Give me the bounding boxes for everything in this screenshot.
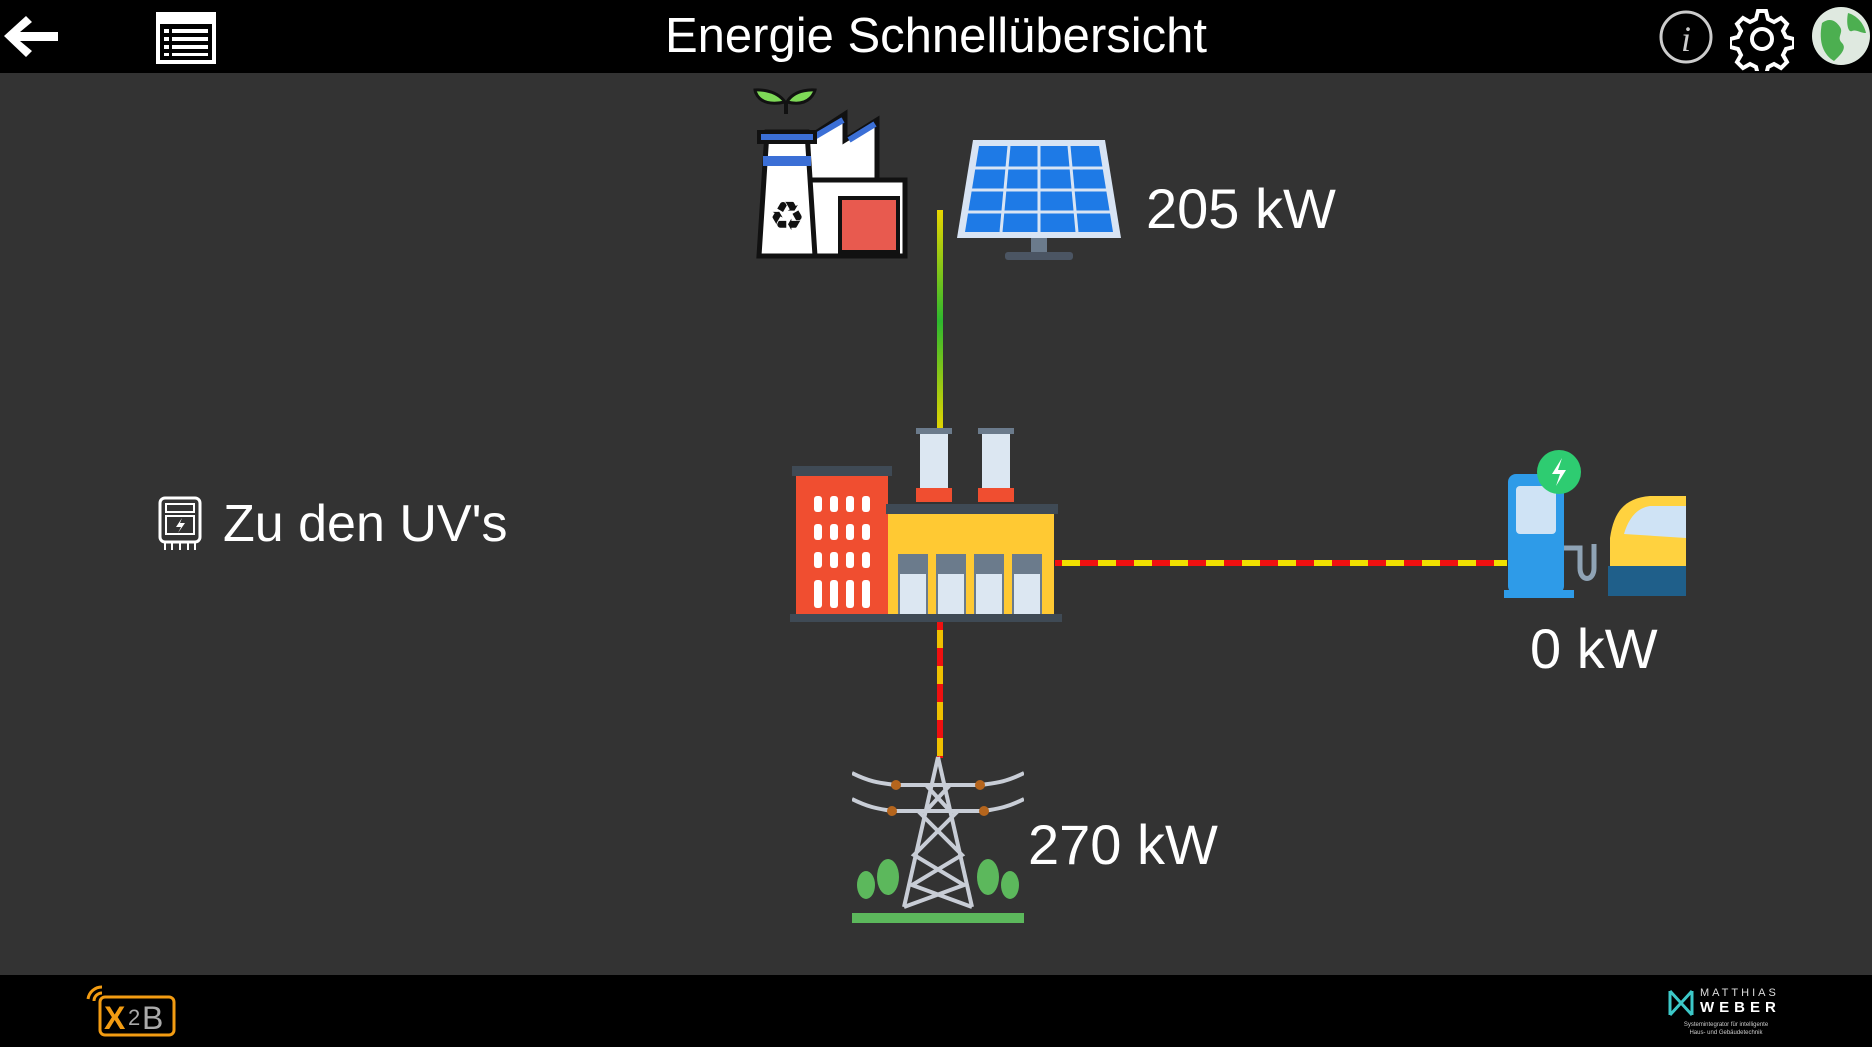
grid-flow-line bbox=[937, 618, 943, 758]
svg-text:2: 2 bbox=[128, 1005, 140, 1030]
svg-text:X: X bbox=[104, 1000, 126, 1036]
ev-charger-icon bbox=[1504, 450, 1686, 598]
info-button[interactable]: i bbox=[1658, 9, 1714, 70]
logo-line1: MATTHIAS bbox=[1700, 987, 1779, 999]
solar-panel-icon bbox=[957, 140, 1121, 260]
back-button[interactable] bbox=[0, 10, 62, 67]
list-icon bbox=[156, 12, 216, 64]
uv-link-label: Zu den UV's bbox=[223, 495, 508, 553]
distribution-board-icon bbox=[158, 496, 202, 550]
solar-power-value: 205 kW bbox=[1146, 177, 1336, 240]
eco-factory-icon: ♻ bbox=[753, 88, 908, 259]
flow-lines bbox=[937, 210, 1507, 758]
language-button[interactable] bbox=[1810, 5, 1872, 72]
globe-icon bbox=[1812, 7, 1870, 65]
solar-flow-line bbox=[937, 210, 943, 432]
back-arrow-icon bbox=[4, 16, 58, 57]
info-icon: i bbox=[1659, 10, 1713, 64]
building-icon bbox=[790, 428, 1062, 622]
page-title: Energie Schnellübersicht bbox=[664, 9, 1208, 63]
logo-tagline: Systemintegrator für intelligente Haus- … bbox=[1683, 1022, 1769, 1036]
logo-line2: WEBER bbox=[1700, 999, 1781, 1016]
ev-power-value: 0 kW bbox=[1530, 617, 1658, 680]
uv-link[interactable]: Zu den UV's bbox=[157, 494, 508, 554]
header-bar: Energie Schnellübersicht i bbox=[0, 0, 1872, 77]
grid-power-value: 270 kW bbox=[1028, 813, 1218, 876]
svg-text:B: B bbox=[142, 1000, 163, 1036]
svg-text:♻: ♻ bbox=[769, 195, 805, 239]
power-pylon-icon bbox=[852, 756, 1024, 923]
svg-text:i: i bbox=[1681, 19, 1691, 59]
settings-button[interactable] bbox=[1728, 7, 1796, 77]
matthias-weber-logo: MATTHIAS WEBER Systemintegrator für inte… bbox=[1666, 987, 1796, 1039]
ev-flow-line bbox=[1055, 560, 1507, 566]
menu-list-button[interactable] bbox=[154, 10, 218, 71]
